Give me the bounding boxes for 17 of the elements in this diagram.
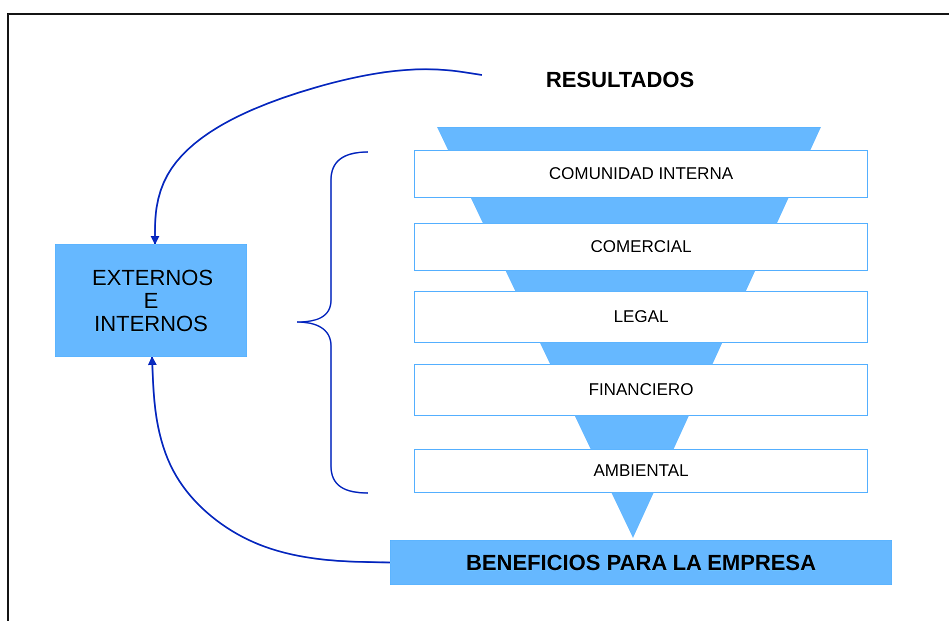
- box-label: COMERCIAL: [590, 237, 692, 257]
- curved-arrow: [150, 68, 482, 245]
- curved-arrow: [148, 356, 390, 564]
- level-box: [414, 449, 868, 493]
- level-box: [414, 150, 868, 198]
- box-label: LEGAL: [614, 307, 668, 327]
- box-label: EXTERNOS E INTERNOS: [92, 266, 210, 336]
- level-box: [414, 364, 868, 416]
- result-box: [390, 540, 892, 585]
- category-box: [55, 244, 247, 357]
- heading-text: RESULTADOS: [546, 67, 694, 93]
- box-label: AMBIENTAL: [593, 461, 689, 481]
- level-box: [414, 223, 868, 271]
- box-label: BENEFICIOS PARA LA EMPRESA: [466, 550, 816, 576]
- level-box: [414, 291, 868, 343]
- box-label: FINANCIERO: [588, 380, 694, 400]
- box-label: COMUNIDAD INTERNA: [548, 164, 734, 184]
